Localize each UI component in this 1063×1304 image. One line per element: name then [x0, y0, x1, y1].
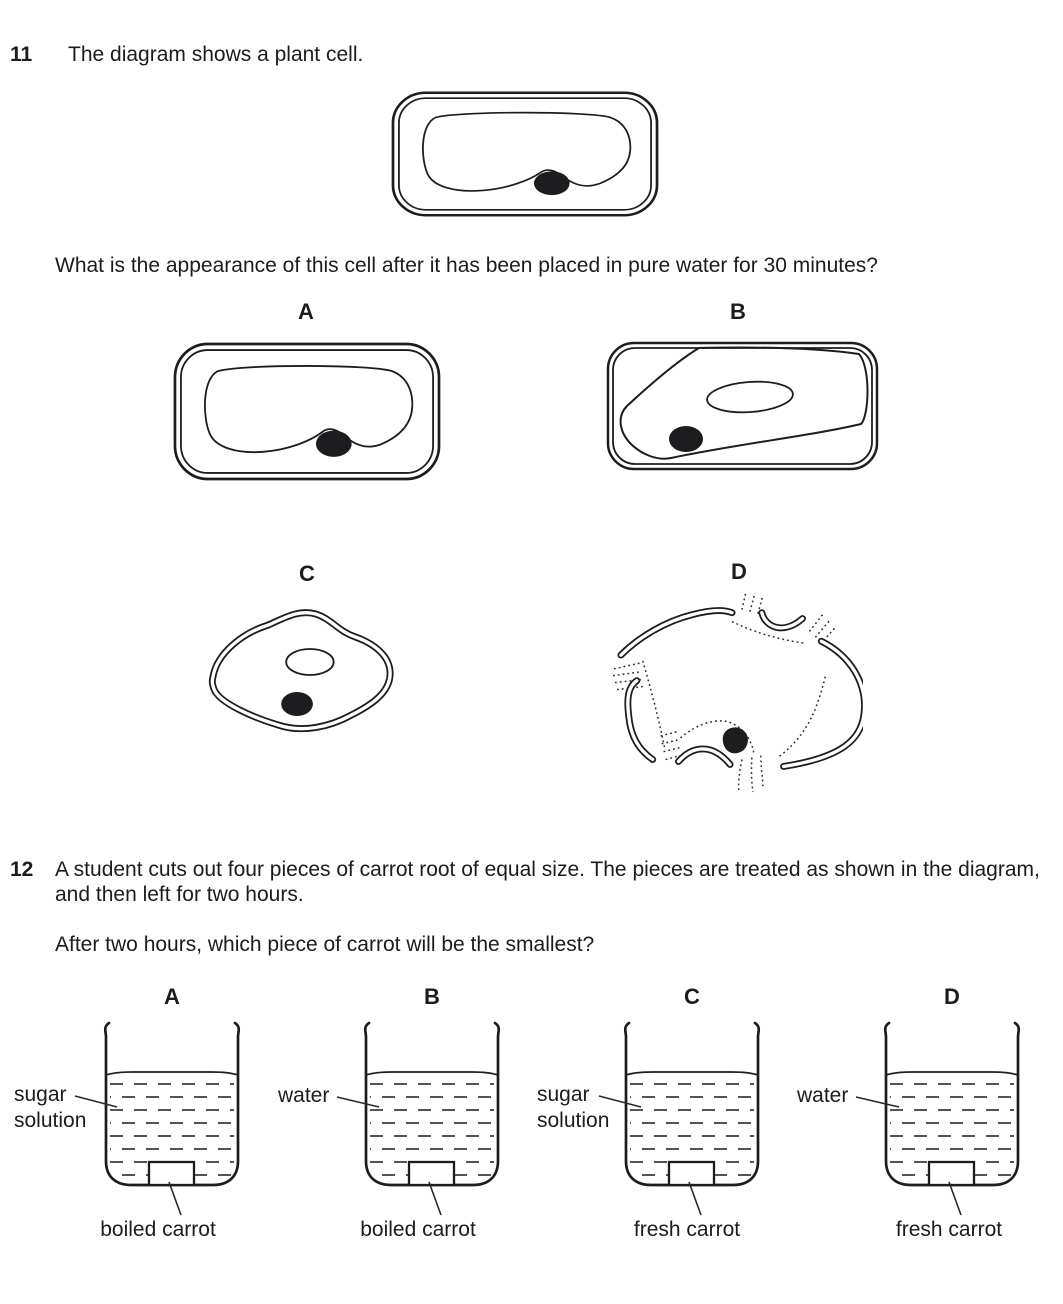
beaker-d-liquid-label: water	[797, 1084, 849, 1107]
option-b-cell-diagram	[606, 341, 879, 471]
option-d-cell-diagram	[613, 590, 863, 795]
beaker-a-label: A	[164, 984, 180, 1009]
carrot-leader-lines	[168, 1181, 962, 1216]
question-12-text: After two hours, which piece of carrot w…	[55, 933, 595, 956]
beaker-c-label: C	[684, 984, 700, 1009]
question-11-number: 11	[10, 43, 33, 66]
beaker-a-liquid-label: sugar solution	[14, 1083, 87, 1132]
question-12-intro: A student cuts out four pieces of carrot…	[55, 858, 1040, 906]
question-11-intro: The diagram shows a plant cell.	[68, 43, 364, 66]
beaker-a-carrot-label: boiled carrot	[100, 1218, 216, 1241]
option-c-cell-diagram	[207, 605, 397, 735]
beaker-c-carrot-label: fresh carrot	[633, 1218, 741, 1241]
plant-cell-diagram	[391, 91, 659, 217]
option-c-label: C	[299, 561, 315, 586]
beaker-d-label: D	[944, 984, 960, 1009]
beaker-b-liquid-label: water	[278, 1084, 330, 1107]
liquid-leader-lines	[74, 1095, 900, 1108]
question-11-text: What is the appearance of this cell afte…	[55, 254, 878, 277]
beaker-c-liquid-label: sugar solution	[537, 1083, 610, 1132]
option-b-label: B	[730, 299, 746, 324]
option-a-label: A	[298, 299, 314, 324]
question-12-number: 12	[10, 858, 34, 881]
beaker-diagrams	[74, 1021, 1021, 1216]
beaker-figure: A B C D sugar solution water sugar solut…	[0, 975, 1063, 1304]
option-d-label: D	[731, 559, 747, 584]
beaker-b-carrot-label: boiled carrot	[360, 1218, 476, 1241]
beaker-b-label: B	[424, 984, 440, 1009]
option-a-cell-diagram	[173, 342, 441, 481]
beaker-d-carrot-label: fresh carrot	[895, 1218, 1003, 1241]
